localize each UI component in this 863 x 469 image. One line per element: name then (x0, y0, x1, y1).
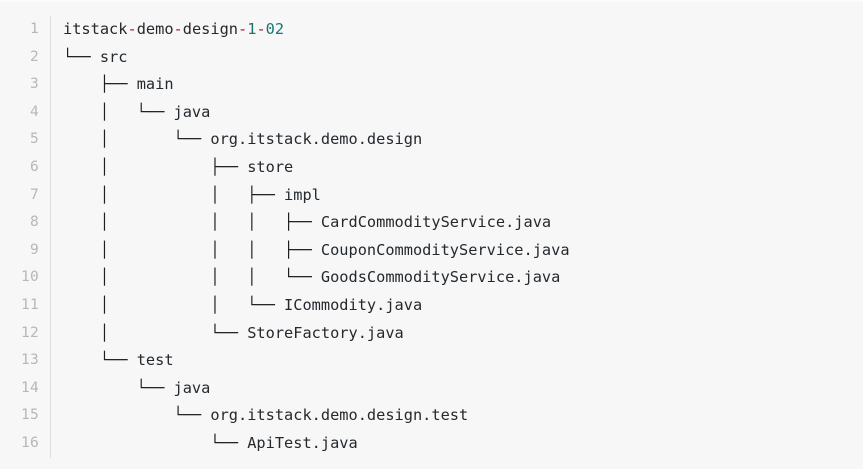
line-number: 3 (29, 76, 39, 93)
line-number: 11 (20, 296, 39, 313)
code-line: │ │ └── ICommodity.java (63, 292, 863, 320)
line-number: 1 (29, 21, 39, 37)
code-line: ├── main (63, 71, 863, 99)
code-line: │ └── org.itstack.demo.design (63, 126, 863, 154)
line-number: 4 (29, 103, 39, 120)
directory-name: java (173, 102, 211, 121)
code-line: itstack-demo-design-1-02 (63, 16, 863, 44)
code-line: │ └── StoreFactory.java (63, 320, 863, 348)
directory-name: main (136, 75, 174, 94)
line-number: 7 (29, 186, 39, 203)
code-line: └── src (63, 44, 863, 72)
tree-branch-glyph: │ └── (63, 102, 174, 121)
token-num: 02 (265, 20, 285, 38)
token-text: itstack (63, 20, 128, 38)
line-number: 8 (29, 214, 39, 231)
file-name: CouponCommodityService.java (320, 240, 570, 259)
line-number: 2 (29, 48, 39, 65)
token-num: 1 (247, 20, 257, 38)
project-root-name: itstack-demo-design-1-02 (63, 20, 284, 38)
line-number: 6 (29, 158, 39, 175)
file-name: ApiTest.java (247, 433, 358, 452)
code-line: │ └── java (63, 99, 863, 127)
line-number: 10 (20, 269, 39, 286)
code-content-area[interactable]: itstack-demo-design-1-02└── src ├── main… (51, 16, 863, 458)
directory-name: org.itstack.demo.design.test (210, 406, 469, 425)
directory-name: test (136, 351, 174, 370)
tree-branch-glyph: └── (63, 378, 174, 397)
code-line: └── java (63, 375, 863, 403)
code-line: │ │ │ ├── CardCommodityService.java (63, 209, 863, 237)
token-text: design (182, 20, 239, 38)
file-name: GoodsCommodityService.java (320, 268, 561, 287)
code-line: └── org.itstack.demo.design.test (63, 402, 863, 430)
directory-name: impl (284, 185, 321, 204)
line-number: 12 (20, 324, 39, 341)
tree-branch-glyph: └── (63, 433, 248, 452)
tree-branch-glyph: ├── (63, 75, 137, 94)
token-punct: - (256, 20, 266, 38)
directory-name: src (99, 47, 128, 66)
tree-branch-glyph: └── (63, 47, 100, 66)
token-punct: - (238, 20, 248, 38)
file-name: CardCommodityService.java (320, 213, 552, 232)
code-line: │ │ │ ├── CouponCommodityService.java (63, 237, 863, 265)
line-number: 13 (20, 352, 39, 369)
tree-branch-glyph: │ └── (63, 130, 211, 149)
tree-branch-glyph: │ │ │ ├── (63, 240, 321, 259)
line-number: 9 (29, 241, 39, 258)
line-number: 5 (29, 131, 39, 148)
token-punct: - (127, 20, 137, 38)
tree-branch-glyph: │ │ ├── (63, 185, 285, 204)
line-number: 16 (20, 434, 39, 451)
tree-branch-glyph: │ │ │ └── (63, 268, 321, 287)
code-line: │ │ ├── impl (63, 182, 863, 210)
code-line: └── test (63, 347, 863, 375)
tree-branch-glyph: │ ├── (63, 157, 248, 176)
code-line: └── ApiTest.java (63, 430, 863, 458)
code-line: │ │ │ └── GoodsCommodityService.java (63, 264, 863, 292)
directory-name: org.itstack.demo.design (210, 130, 423, 149)
file-name: ICommodity.java (284, 295, 423, 314)
directory-name: store (247, 157, 294, 176)
token-text: demo (136, 20, 174, 38)
tree-branch-glyph: │ │ │ ├── (63, 213, 321, 232)
tree-branch-glyph: └── (63, 351, 137, 370)
tree-branch-glyph: │ │ └── (63, 295, 285, 314)
file-name: StoreFactory.java (247, 323, 404, 342)
code-line: │ ├── store (63, 154, 863, 182)
tree-branch-glyph: │ └── (63, 323, 248, 342)
line-number: 15 (20, 407, 39, 424)
directory-name: java (173, 378, 211, 397)
line-number: 14 (20, 379, 39, 396)
tree-branch-glyph: └── (63, 406, 211, 425)
token-punct: - (173, 20, 183, 38)
